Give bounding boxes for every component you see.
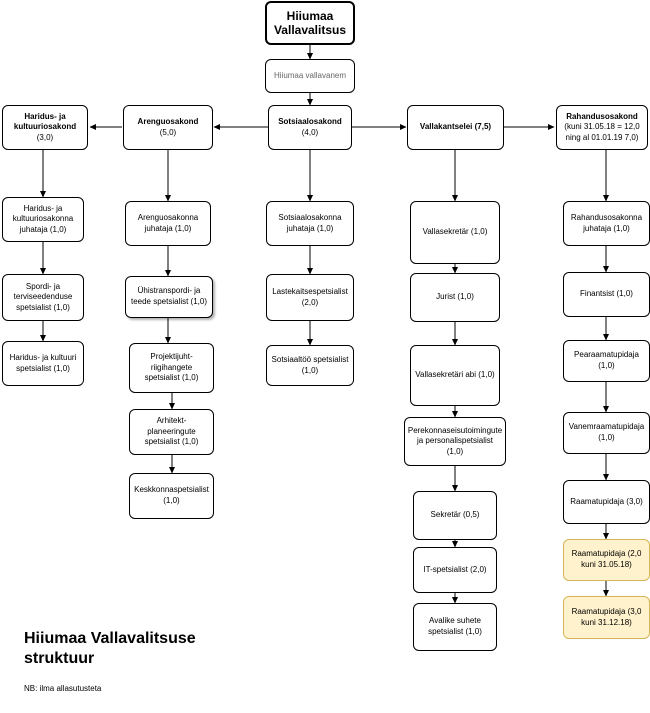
r3-node: Pearaamatupidaja (1,0) <box>563 340 650 382</box>
node-text: teede spetsialist (1,0) <box>130 297 208 306</box>
node-text: (kuni 31.05.18 = 12,0 <box>564 122 640 132</box>
a4-node: Arhitekt- planeeringute spetsialist (1,0… <box>129 409 214 455</box>
node-text: Haridus- ja kultuuri <box>9 352 77 362</box>
k3-node: Vallasekretäri abi (1,0) <box>410 345 500 406</box>
node-text: Hiiumaa vallavanem <box>273 70 347 80</box>
a2-node: Ühistranspordi- ja teede spetsialist (1,… <box>125 276 213 318</box>
node-text: Keskkonnaspetsialist <box>134 485 209 495</box>
node-text: (4,0) <box>301 127 319 137</box>
a3-node: Projektijuht- riigihangete spetsialist (… <box>129 343 214 393</box>
kantselei-dept-node: Vallakantselei (7,5) <box>407 105 504 150</box>
node-text: IT-spetsialist (2,0) <box>423 564 487 574</box>
diagram-title: Hiiumaa Vallavalitsuse struktuur <box>24 629 196 669</box>
node-text: (2,0) <box>301 297 319 307</box>
r7-node: Raamatupidaja (3,0 kuni 31.12.18) <box>563 596 650 639</box>
rahandus-dept-node: Rahandusosakond (kuni 31.05.18 = 12,0 ni… <box>556 105 648 150</box>
node-text: Arenguosakonna <box>137 212 199 222</box>
node-text: Vanemraamatupidaja <box>568 422 645 432</box>
k1-node: Vallasekretär (1,0) <box>410 201 500 264</box>
node-text: ja personalispetsialist (1,0) <box>416 436 494 456</box>
root-node: Hiiumaa Vallavalitsus <box>265 1 355 45</box>
node-text: Spordi- ja <box>25 281 61 291</box>
r4-node: Vanemraamatupidaja (1,0) <box>563 412 650 454</box>
a1-node: Arenguosakonna juhataja (1,0) <box>125 201 211 246</box>
node-text: Arhitekt- <box>156 416 187 426</box>
h1-node: Haridus- ja kultuuriosakonna juhataja (1… <box>2 197 84 242</box>
node-text: Jurist (1,0) <box>436 292 474 302</box>
node-text: Vallasekretär (1,0) <box>422 227 488 237</box>
r5-node: Raamatupidaja (3,0) <box>563 480 650 524</box>
node-text: Raamatupidaja (3,0) <box>570 496 643 506</box>
node-text: Raamatupidaja (2,0 <box>571 549 642 559</box>
node-text: Sotsiaalosakond <box>278 116 342 126</box>
node-text: Sotsiaaltöö spetsialist <box>271 354 349 364</box>
node-text: Haridus- ja <box>24 111 66 121</box>
node-text: planeeringute <box>147 426 196 436</box>
node-text: Projektijuht- <box>150 352 193 362</box>
k6-node: IT-spetsialist (2,0) <box>413 547 497 593</box>
node-text: Rahandusosakond <box>566 111 638 121</box>
node-text: juhataja (1,0) <box>144 223 192 233</box>
node-text: Sekretär (0,5) <box>430 510 480 520</box>
diagram-note: NB: ilma allasutusteta <box>24 684 102 693</box>
sotsiaal-dept-node: Sotsiaalosakond (4,0) <box>268 105 352 150</box>
node-text: Arenguosakond <box>137 116 199 126</box>
node-text: spetsialist (1,0) <box>144 373 199 383</box>
node-text: (5,0) <box>159 127 177 137</box>
node-text: Lastekaitsespetsialist <box>272 286 348 296</box>
vallavanem-node: Hiiumaa vallavanem <box>265 59 355 93</box>
node-text: spetsialist (1,0) <box>428 627 482 636</box>
node-text: Vallasekretäri abi (1,0) <box>415 370 495 380</box>
node-text: riigihangete <box>150 362 193 372</box>
k4-node: Perekonnaseisutoimingute ja personalispe… <box>404 417 506 466</box>
node-text: (1,0) <box>598 433 615 442</box>
h2-node: Spordi- ja terviseedenduse spetsialist (… <box>2 274 84 321</box>
node-text: spetsialist (1,0) <box>16 363 70 373</box>
r1-node: Rahandusosakonna juhataja (1,0) <box>563 201 650 246</box>
node-text: kuni 31.05.18) <box>581 560 632 569</box>
node-text: Ühistranspordi- ja <box>137 286 201 296</box>
node-text: (1,0) <box>163 496 180 505</box>
node-text: (1,0) <box>598 361 615 370</box>
arengu-dept-node: Arenguosakond (5,0) <box>123 105 213 150</box>
node-text: juhataja (1,0) <box>583 223 630 233</box>
node-text: spetsialist (1,0) <box>144 437 199 447</box>
node-text: (1,0) <box>301 365 319 375</box>
node-text: spetsialist (1,0) <box>16 302 70 312</box>
s2-node: Lastekaitsespetsialist (2,0) <box>266 274 354 321</box>
node-text: kultuuriosakond <box>13 122 77 132</box>
title-line: struktuur <box>24 650 95 667</box>
k2-node: Jurist (1,0) <box>410 273 500 322</box>
node-text: kultuuriosakonna <box>12 214 74 224</box>
r6-node: Raamatupidaja (2,0 kuni 31.05.18) <box>563 539 650 581</box>
node-text: Vallavalitsus <box>273 23 347 37</box>
s3-node: Sotsiaaltöö spetsialist (1,0) <box>266 345 354 386</box>
node-text: Rahandusosakonna <box>570 212 643 222</box>
node-text: kuni 31.12.18) <box>581 617 632 627</box>
node-text: Finantsist (1,0) <box>580 289 633 299</box>
node-text: (3,0) <box>36 132 54 142</box>
r2-node: Finantsist (1,0) <box>563 272 650 317</box>
a5-node: Keskkonnaspetsialist (1,0) <box>129 473 214 519</box>
node-text: Vallakantselei (7,5) <box>419 122 492 132</box>
k5-node: Sekretär (0,5) <box>413 491 497 540</box>
title-line: Hiiumaa Vallavalitsuse <box>24 630 196 647</box>
node-text: ning al 01.01.19 7,0) <box>565 132 639 142</box>
node-text: Hiiumaa <box>286 8 334 23</box>
node-text: juhataja (1,0) <box>286 223 334 233</box>
s1-node: Sotsiaalosakonna juhataja (1,0) <box>266 201 354 246</box>
node-text: Perekonnaseisutoimingute <box>407 425 503 435</box>
h3-node: Haridus- ja kultuuri spetsialist (1,0) <box>2 341 84 386</box>
haridus-dept-node: Haridus- ja kultuuriosakond (3,0) <box>2 105 88 150</box>
node-text: Pearaamatupidaja <box>574 350 639 360</box>
node-text: terviseedenduse <box>13 292 73 302</box>
node-text: juhataja (1,0) <box>19 224 67 234</box>
k7-node: Avalike suhete spetsialist (1,0) <box>413 603 497 651</box>
node-text: Raamatupidaja (3,0 <box>571 606 642 616</box>
node-text: Haridus- ja <box>23 203 63 213</box>
node-text: Sotsiaalosakonna <box>278 212 342 222</box>
node-text: Avalike suhete <box>429 616 481 626</box>
